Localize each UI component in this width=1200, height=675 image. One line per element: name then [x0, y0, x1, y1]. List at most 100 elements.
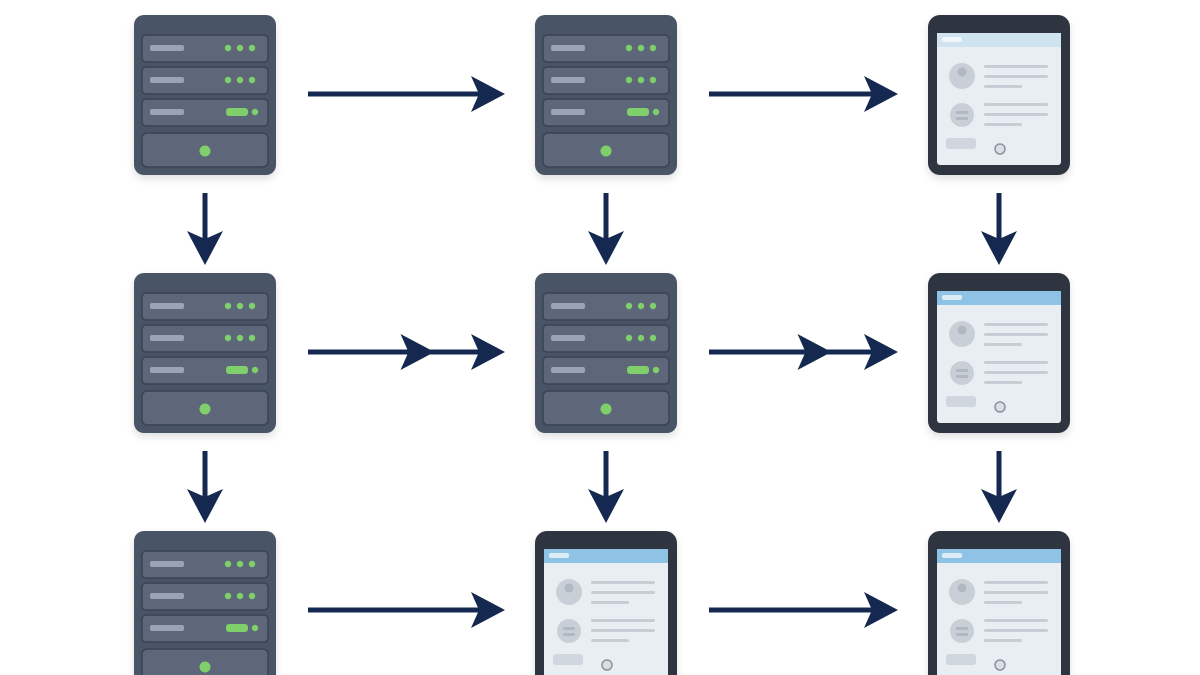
- arrow-head: [864, 592, 898, 628]
- tablet-header-tab: [942, 37, 962, 42]
- connection-arrow: [187, 451, 223, 523]
- text-line: [984, 371, 1048, 374]
- server-bay: [542, 66, 670, 95]
- server-slot: [150, 109, 184, 115]
- text-line: [984, 65, 1048, 68]
- text-line: [984, 361, 1048, 364]
- profile-icon: [950, 103, 974, 127]
- action-button: [946, 396, 976, 407]
- status-led: [649, 44, 657, 52]
- status-led: [236, 560, 244, 568]
- profile-icon-line: [956, 633, 968, 636]
- server-slot: [551, 109, 585, 115]
- server-node: [535, 15, 677, 175]
- server-slot: [551, 367, 585, 373]
- server-slot: [150, 45, 184, 51]
- status-led: [251, 366, 259, 374]
- tablet-header-tab: [942, 295, 962, 300]
- arrow-head: [981, 489, 1017, 523]
- text-line: [984, 629, 1048, 632]
- power-led: [199, 403, 211, 415]
- server-slot: [551, 45, 585, 51]
- status-led: [637, 76, 645, 84]
- status-led: [248, 592, 256, 600]
- text-line: [984, 619, 1048, 622]
- status-led-bar: [226, 108, 248, 116]
- profile-icon-line: [563, 627, 575, 630]
- server-bay: [141, 550, 269, 579]
- server-slot: [551, 77, 585, 83]
- text-line: [984, 381, 1022, 384]
- arrow-head: [187, 231, 223, 265]
- text-line: [984, 581, 1048, 584]
- server-bay: [141, 66, 269, 95]
- text-line: [984, 123, 1022, 126]
- status-led: [649, 302, 657, 310]
- arrow-head: [400, 334, 435, 370]
- text-line: [591, 581, 655, 584]
- arrow-head: [187, 489, 223, 523]
- tablet-node: [928, 531, 1070, 675]
- server-bay-panel: [141, 582, 269, 611]
- action-button: [553, 654, 583, 665]
- user-avatar-head: [957, 67, 967, 77]
- server-bay: [141, 356, 269, 385]
- status-led: [248, 560, 256, 568]
- tablet-header-tab: [942, 553, 962, 558]
- status-led: [236, 334, 244, 342]
- arrow-head: [981, 231, 1017, 265]
- tablet-node: [928, 15, 1070, 175]
- server-slot: [551, 303, 585, 309]
- connection-arrow: [981, 193, 1017, 265]
- server-node: [134, 273, 276, 433]
- server-bay-panel: [141, 550, 269, 579]
- arrow-head: [471, 592, 505, 628]
- connection-arrow: [588, 451, 624, 523]
- power-led: [199, 145, 211, 157]
- server-bay: [542, 356, 670, 385]
- arrow-head: [864, 334, 898, 370]
- status-led: [637, 44, 645, 52]
- action-button: [946, 654, 976, 665]
- profile-icon-line: [956, 627, 968, 630]
- status-led: [248, 302, 256, 310]
- text-line: [984, 75, 1048, 78]
- status-led: [652, 108, 660, 116]
- server-bay: [542, 98, 670, 127]
- text-line: [591, 629, 655, 632]
- server-slot: [150, 561, 184, 567]
- server-bay: [141, 582, 269, 611]
- tablet-header-bar: [937, 291, 1061, 305]
- server-node: [535, 273, 677, 433]
- server-bay-panel: [141, 614, 269, 643]
- profile-icon: [950, 619, 974, 643]
- text-line: [984, 639, 1022, 642]
- server-slot: [150, 303, 184, 309]
- status-led: [224, 560, 232, 568]
- connection-arrow: [308, 592, 505, 628]
- connection-arrow: [588, 193, 624, 265]
- status-led: [652, 366, 660, 374]
- home-button-icon: [601, 659, 613, 671]
- server-slot: [150, 367, 184, 373]
- server-bay-panel: [542, 98, 670, 127]
- status-led-bar: [627, 366, 649, 374]
- profile-icon-line: [956, 117, 968, 120]
- server-slot: [150, 593, 184, 599]
- server-bay: [542, 34, 670, 63]
- status-led: [236, 44, 244, 52]
- profile-icon-line: [956, 375, 968, 378]
- text-line: [591, 591, 655, 594]
- server-slot: [150, 335, 184, 341]
- status-led: [236, 592, 244, 600]
- profile-icon: [557, 619, 581, 643]
- nodes-layer: [134, 15, 1070, 675]
- tablet-header-bar: [937, 549, 1061, 563]
- text-line: [984, 113, 1048, 116]
- arrow-head: [864, 76, 898, 112]
- status-led: [224, 44, 232, 52]
- server-slot: [551, 335, 585, 341]
- status-led: [625, 302, 633, 310]
